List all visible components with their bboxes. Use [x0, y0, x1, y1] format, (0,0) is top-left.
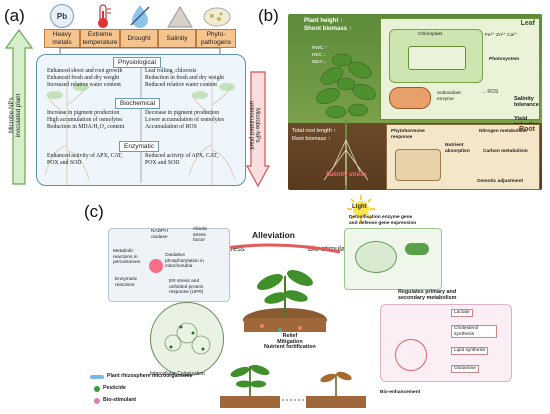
comparison-box: Physiological Enhanced shoot and root gr…: [36, 54, 246, 186]
stress-heavy-metals: Heavy metals: [44, 29, 80, 48]
pathogen-dish-icon: [202, 5, 232, 27]
nadph-label: NADPH oxidase: [151, 229, 168, 240]
root-length-text: Total root length ↑: [292, 128, 337, 134]
inoculated-up-arrow: [4, 28, 34, 185]
plant-height-text: Plant height ↑: [304, 18, 343, 24]
antioxidant-label: Antioxidant enzyme: [437, 91, 461, 102]
ion-labels: Fe²⁺ Zn²⁺ Ca²⁺: [485, 33, 518, 38]
enzymatic-left: Enhanced activity of APX, CAT,POX and SO…: [47, 153, 123, 167]
pesticide-icon: [94, 386, 100, 392]
metabolic-label: Metabolic reactions in peroxisomes: [113, 249, 141, 266]
metabolism-panel: Lactate Cholesterol synthesis Lipid synt…: [380, 304, 512, 382]
photosystem-label: Photosystem: [489, 57, 520, 62]
root-box: Root Phytohormone response Nutrient abso…: [386, 124, 540, 190]
tca-cycle: [395, 339, 427, 371]
colonization-circle: [150, 302, 224, 376]
cell-nucleus: [355, 241, 397, 273]
inoculated-label: Microbe-NPs inoculated plant: [8, 93, 22, 137]
microorganism-icon: [90, 374, 104, 379]
uninoculated-down-arrow: [246, 71, 270, 188]
legend: Plant rhizosphere microorganisms Pestici…: [90, 373, 240, 414]
carbon-label: Carbon metabolism: [483, 149, 528, 154]
panel-a: (a) Pb Heavy metals Extreme temperature …: [0, 0, 270, 188]
legend-item-microorganisms: Plant rhizosphere microorganisms: [90, 373, 192, 380]
mda-text: MDA ↓: [312, 60, 327, 65]
biostimulant-icon: [94, 398, 100, 404]
legend-item-pesticide: Pesticide: [90, 386, 126, 392]
enzymatic-right: Reduced activity of APX, CAT,POX and SOD: [145, 153, 218, 167]
metab-glutamine: Glutamine: [451, 365, 479, 373]
legend-item-biostimulant: Bio-stimulant: [90, 398, 136, 404]
plant-illustration: [316, 53, 376, 190]
leaf-box: Leaf Chloroplast Fe²⁺ Zn²⁺ Ca²⁺ Photosys…: [380, 18, 540, 120]
enzyme-arrow: → ROS: [481, 89, 499, 95]
shoot-biomass-text: Shoot biomass ↑: [304, 26, 352, 32]
panel-b: (b) Leaf Chloroplast Fe²⁺ Zn²⁺ Ca²⁺ Phot…: [258, 0, 550, 192]
er-stress-label: ER stress and unfolded protein response …: [169, 279, 204, 296]
stress-bracket: [59, 47, 221, 54]
mitochondria: [389, 87, 431, 109]
panel-a-label: (a): [4, 6, 25, 25]
salinity-stress-text: Salinity stress: [326, 172, 367, 178]
intercellular-label: Intercellular Colonization: [150, 371, 205, 377]
salinity-tolerance-text: Salinity tolerance: [514, 96, 539, 108]
root-cell: [395, 149, 441, 181]
section-physiological: Physiological: [113, 57, 161, 68]
drought-droplet-icon: [127, 3, 153, 29]
stress-cell-panel: NADPH oxidase Abiotic stress factor Meta…: [108, 227, 230, 302]
rec-text: REC ↓: [312, 53, 326, 58]
leaf-title: Leaf: [520, 20, 535, 27]
nitrogen-label: Nitrogen metabolism: [479, 129, 527, 134]
panel-c: (c) Light Alleviation Abiotic stress Bio…: [0, 194, 550, 414]
bio-enhancement-label: Bio-enhancement: [380, 390, 421, 395]
chloroplast-organelle: [405, 243, 429, 255]
rwc-text: RWC ↑: [312, 46, 328, 51]
bottom-plants: [220, 364, 366, 408]
ros-burst: [149, 259, 163, 273]
oxidative-label: Oxidative phosphorylation in mitochondri…: [165, 253, 204, 270]
panel-b-label: (b): [258, 6, 279, 25]
nutrient-label: Nutrient absorption: [445, 143, 470, 154]
salt-pile-icon: [166, 3, 194, 29]
stress-drought: Drought: [120, 29, 158, 48]
detox-panel: Detoxification enzyme gene and defense g…: [344, 215, 442, 290]
thermometer-icon: [90, 3, 116, 29]
metab-cholesterol: Cholesterol synthesis: [451, 325, 497, 339]
sun-icon: [347, 195, 375, 223]
section-biochemical: Biochemical: [115, 98, 161, 109]
stress-extreme-temperature: Extreme temperature: [80, 29, 120, 48]
light-label: Light: [352, 204, 367, 210]
regulates-label: Regulates primary and secondary metaboli…: [398, 289, 457, 301]
alleviation-label: Alleviation: [252, 230, 295, 240]
bio-stimulant-label: Bio-stimulant: [308, 244, 352, 253]
uninoculated-label: Microbe-NPs uninoculated plant: [248, 100, 260, 150]
section-enzymatic: Enzymatic: [119, 141, 159, 152]
stress-phyto-pathogens: Phyto- pathogens: [196, 29, 236, 48]
chloroplast-region: Chloroplast: [389, 29, 483, 83]
root-biomass-text: Root biomass ↑: [292, 136, 331, 142]
relief-label: Relief Mitigation Nutrient fortification: [264, 333, 316, 351]
osmotic-label: Osmotic adjustment: [477, 179, 524, 184]
stress-salinity: Salinity: [158, 29, 196, 48]
plant-silhouettes: [44, 63, 236, 185]
detox-label: Detoxification enzyme gene and defense g…: [349, 215, 417, 226]
center-plant: [243, 269, 327, 332]
abiotic-factor-label: Abiotic stress factor: [193, 227, 208, 244]
panel-c-label: (c): [84, 202, 104, 221]
phytohormone-label: Phytohormone response: [391, 129, 425, 140]
metab-lactate: Lactate: [451, 309, 473, 317]
heavy-metal-icon: Pb: [50, 4, 74, 28]
root-title: Root: [519, 126, 535, 133]
enzymatic-reactions-label: Enzymatic reactions: [115, 277, 138, 288]
metab-lipid: Lipid synthesis: [451, 347, 489, 355]
